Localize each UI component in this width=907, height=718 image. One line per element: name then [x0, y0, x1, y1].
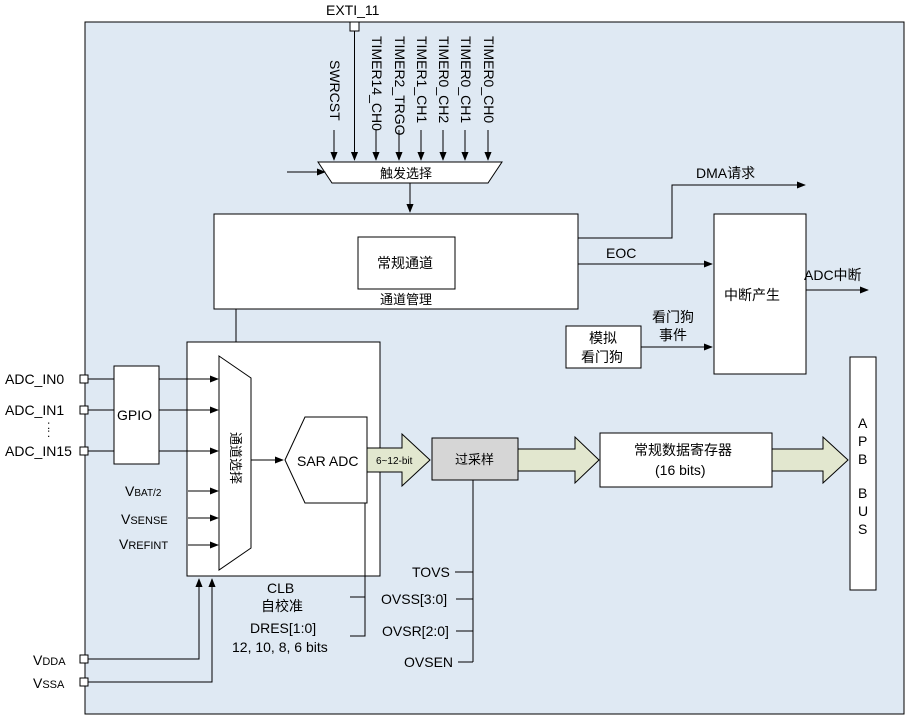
routine-channel-label: 常规通道 [377, 255, 433, 271]
vrefint-label: VREFINT [119, 536, 168, 552]
apb-bus-block [849, 356, 877, 591]
routine-data-register-label: 常规数据寄存器 [634, 442, 732, 458]
channel-management-label: 通道管理 [380, 292, 432, 307]
adc-in15-label: ADC_IN15 [5, 443, 72, 459]
adc-in0-pin [79, 374, 89, 384]
trigger-input-swrcst: SWRCST [327, 60, 343, 121]
eoc-label: EOC [606, 245, 636, 261]
dres-values-label: 12, 10, 8, 6 bits [232, 639, 328, 655]
vdda-label: VDDA [33, 652, 66, 668]
adc-interrupt-label: ADC中断 [804, 267, 862, 283]
gpio-block [113, 365, 160, 465]
bit-width-label: 6~12-bit [376, 456, 413, 467]
apb-bus-label-u: U [858, 503, 868, 519]
exti-label: EXTI_11 [326, 2, 380, 18]
interrupt-generation-label: 中断产生 [724, 287, 780, 303]
trigger-input-timer0-ch0: TIMER0_CH0 [481, 36, 497, 123]
trigger-select-mux [317, 161, 503, 184]
data-bits-label: (16 bits) [655, 462, 706, 478]
sar-adc-label: SAR ADC [297, 453, 358, 469]
ovss-label: OVSS[3:0] [381, 591, 447, 607]
trigger-select-label: 触发选择 [380, 166, 432, 181]
ovsen-label: OVSEN [404, 654, 453, 670]
apb-bus-label-s: S [858, 521, 867, 537]
routine-data-register-block [599, 432, 773, 488]
data-path-arrow-1 [517, 435, 600, 485]
bit-width-arrow [366, 432, 431, 488]
adc-in1-pin [79, 405, 89, 415]
vdda-pin [79, 654, 89, 664]
apb-bus-label-b1: B [858, 451, 867, 467]
adc-in15-pin [79, 446, 89, 456]
apb-bus-label-a: A [858, 415, 868, 431]
interrupt-generation-block [713, 213, 807, 375]
adc-in-dots-1: : [47, 418, 50, 432]
adc-in-dots-2: : [47, 426, 50, 440]
apb-bus-label-p: P [858, 433, 867, 449]
gpio-label: GPIO [117, 407, 152, 423]
ovsr-label: OVSR[2:0] [382, 623, 449, 639]
channel-select-label: 通道选择 [228, 432, 243, 484]
vsense-label: VSENSE [121, 511, 168, 527]
routine-channel-block [357, 236, 456, 290]
analog-watchdog-block [565, 325, 642, 369]
trigger-input-timer1-ch1: TIMER1_CH1 [414, 36, 430, 123]
trigger-input-timer0-ch1: TIMER0_CH1 [458, 36, 474, 123]
vbat-label: VBAT/2 [125, 483, 162, 499]
analog-watchdog-label-2: 看门狗 [581, 349, 623, 365]
oversample-block [431, 437, 519, 481]
trigger-input-timer14-ch0: TIMER14_CH0 [369, 36, 385, 131]
analog-watchdog-label-1: 模拟 [589, 330, 617, 346]
vssa-label: VSSA [33, 675, 65, 691]
trigger-input-timer2-trgo: TIMER2_TRGO [392, 36, 408, 136]
dma-request-label: DMA请求 [696, 165, 755, 181]
adc-in0-label: ADC_IN0 [5, 371, 64, 387]
apb-bus-label-b2: B [858, 485, 867, 501]
tovs-label: TOVS [412, 564, 450, 580]
dres-label: DRES[1:0] [250, 620, 316, 636]
channel-select-mux [218, 355, 252, 571]
clb-label: CLB [267, 580, 294, 596]
vssa-pin [79, 677, 89, 687]
exti-pin [349, 21, 360, 32]
oversample-label: 过采样 [455, 452, 494, 467]
adc-in1-label: ADC_IN1 [5, 402, 64, 418]
watchdog-event-label-1: 看门狗 [652, 309, 694, 325]
data-path-arrow-2 [771, 435, 849, 485]
trigger-input-timer0-ch2: TIMER0_CH2 [436, 36, 452, 123]
watchdog-event-label-2: 事件 [659, 327, 687, 343]
self-calibration-label: 自校准 [261, 598, 303, 614]
